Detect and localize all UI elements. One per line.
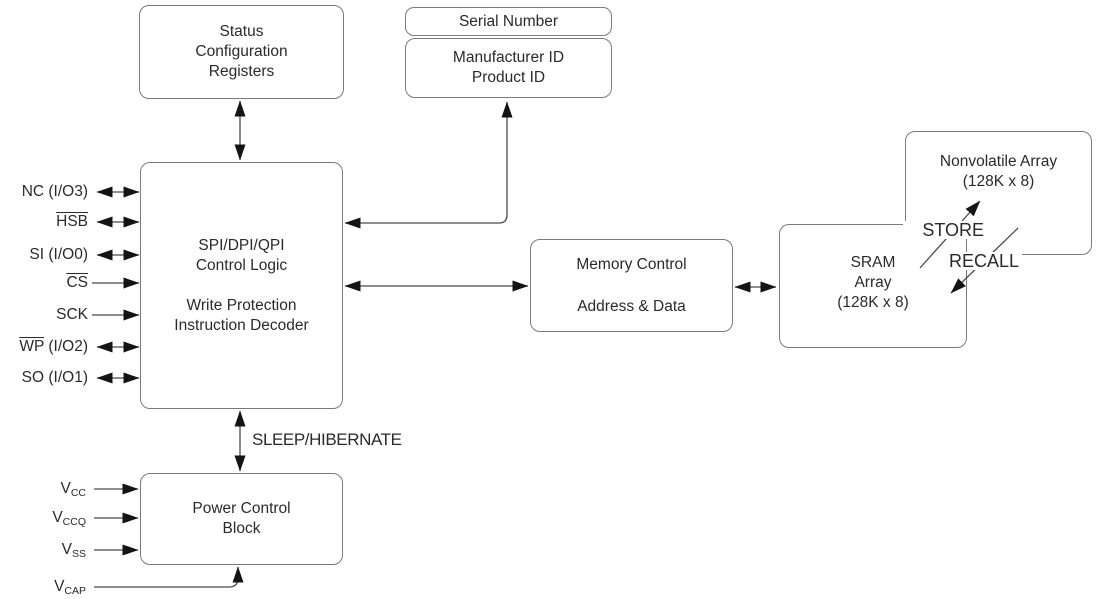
box-text-line: (128K x 8) [837,294,909,311]
box-text-line: Instruction Decoder [174,316,309,334]
wire-pin-vcap [94,566,244,588]
memory-control-box: Memory Control Address & Data [530,239,733,332]
box-text-line: Block [222,520,261,537]
pin-label-cs: CS [0,273,88,293]
pin-text: SO (I/O1) [21,369,88,386]
pin-text-overline: CS [66,274,88,291]
status-configuration-registers-box: Status Configuration Registers [139,5,344,99]
pin-subscript: CAP [64,585,86,597]
pin-label-vccq: VCCQ [0,508,86,528]
pin-text: V [52,509,63,526]
box-text-line: Nonvolatile Array [939,153,1058,170]
box-text-line: Control Logic [195,256,288,274]
serial-number-box: Serial Number [405,7,612,36]
pin-subscript: CCQ [62,516,86,528]
pin-label-vcc: VCC [0,479,86,499]
pin-label-si-io0: SI (I/O0) [0,245,88,265]
pin-label-wp-io2: WP (I/O2) [0,337,88,357]
pin-text: NC (I/O3) [21,183,88,200]
box-text-line: (128K x 8) [962,173,1035,190]
box-text-line: SRAM [850,254,896,271]
box-text-line: Address & Data [577,297,686,315]
pin-subscript: CC [70,487,86,499]
box-text-line: Write Protection [186,296,297,314]
manufacturer-product-id-box: Manufacturer ID Product ID [405,38,612,98]
box-text-line: Configuration [195,43,288,60]
pin-label-vss: VSS [0,540,86,560]
power-control-block-box: Power Control Block [140,473,343,565]
pin-label-nc-io3: NC (I/O3) [0,182,88,202]
pin-label-hsb: HSB [0,212,88,232]
pin-text: V [60,480,71,497]
pin-text: V [61,541,72,558]
box-text-line: SPI/DPI/QPI [198,236,285,254]
store-label: STORE [903,221,986,239]
sleep-hibernate-label: SLEEP/HIBERNATE [252,430,402,449]
box-text-line: Power Control [192,500,291,517]
pin-text: SCK [56,306,88,323]
box-text-line: Product ID [471,69,546,86]
pin-label-vcap: VCAP [0,577,86,597]
pin-label-so-io1: SO (I/O1) [0,368,88,388]
pin-label-sck: SCK [0,305,88,325]
box-text-line: Status [219,23,264,40]
box-text-line: Array [854,274,892,291]
pin-text-overline: WP [19,338,45,355]
sram-array-box: SRAM Array (128K x 8) [779,224,967,348]
box-text-line: Manufacturer ID [452,49,565,66]
pin-text-overline: HSB [56,213,88,230]
box-text-line: Memory Control [576,255,687,273]
recall-label: RECALL [946,252,1022,270]
box-text-line: Serial Number [458,12,559,30]
pin-subscript: SS [71,548,86,560]
pin-text: (I/O2) [44,338,88,355]
pin-text: SI (I/O0) [29,246,88,263]
box-text-line: Registers [208,63,275,80]
spi-control-logic-box: SPI/DPI/QPI Control Logic Write Protecti… [140,162,343,409]
arrow-serial-id-to-spi [344,101,513,229]
pin-text: V [54,578,65,595]
